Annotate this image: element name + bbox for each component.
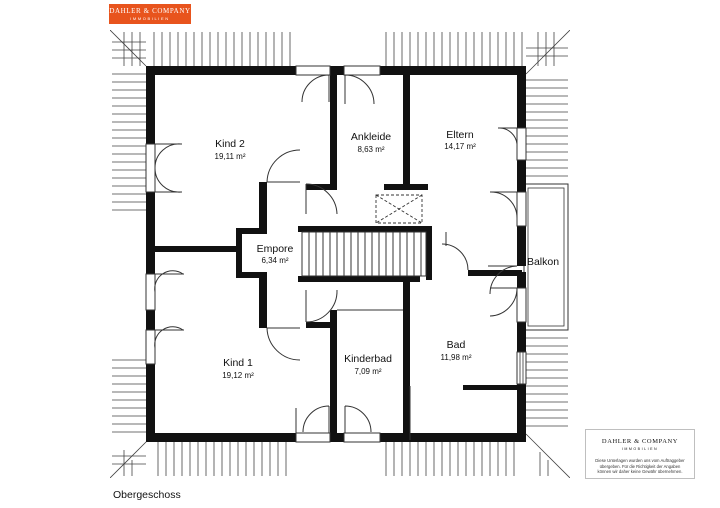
wall-top-right bbox=[380, 66, 526, 75]
roof-hatch-bottom-left bbox=[110, 359, 287, 478]
wall-kind1-kinderbad bbox=[330, 310, 337, 442]
wall-right-5 bbox=[517, 322, 526, 352]
disclaimer-text: Diese Unterlagen wurden uns vom Auftragg… bbox=[590, 458, 690, 475]
wall-right-2 bbox=[517, 160, 526, 192]
wall-left-1 bbox=[146, 66, 155, 144]
room-area-bad: 11,98 m² bbox=[440, 353, 472, 362]
room-area-empore: 6,34 m² bbox=[261, 256, 289, 265]
wall-right-1 bbox=[517, 66, 526, 128]
room-name-ankleide: Ankleide bbox=[350, 131, 392, 143]
brand-logo: DAHLER & COMPANY IMMOBILIEN bbox=[109, 4, 191, 24]
bad-window-detail bbox=[519, 352, 524, 384]
room-name-bad: Bad bbox=[446, 339, 466, 351]
wall-kind1-stub bbox=[306, 322, 337, 328]
wall-kind2-ankleide bbox=[330, 66, 337, 190]
disclaimer-line-1: Diese Unterlagen wurden uns vom Auftragg… bbox=[595, 458, 685, 463]
floor-label: Obergeschoss bbox=[113, 489, 181, 501]
room-name-kind-1: Kind 1 bbox=[223, 357, 253, 369]
room-name-kinderbad: Kinderbad bbox=[344, 353, 392, 365]
wall-kinderbad-bad bbox=[403, 280, 410, 442]
staircase bbox=[301, 231, 427, 277]
wall-left-2 bbox=[146, 192, 155, 274]
disclaimer-box: DAHLER & COMPANY IMMOBILIEN Diese Unterl… bbox=[585, 429, 695, 479]
wall-kind1-empore bbox=[259, 272, 267, 328]
roof-hatching bbox=[110, 30, 570, 478]
wall-empore-left-corner bbox=[236, 228, 267, 234]
logo-text: DAHLER & COMPANY bbox=[109, 7, 191, 15]
wall-stair-right bbox=[426, 226, 432, 280]
windows bbox=[145, 65, 527, 443]
roof-hatch-top-right bbox=[385, 30, 570, 177]
wall-empore-left-upper bbox=[259, 182, 267, 228]
wall-stair-bottom bbox=[298, 276, 420, 282]
wall-bottom-left bbox=[146, 433, 296, 442]
wall-kind2-bottom-stub bbox=[306, 184, 337, 190]
interior-walls bbox=[155, 66, 523, 442]
roof-hatch-bottom-right bbox=[385, 337, 570, 478]
disclaimer-brand: DAHLER & COMPANY bbox=[601, 438, 679, 445]
room-name-eltern: Eltern bbox=[446, 129, 474, 141]
partition-lines bbox=[337, 232, 447, 440]
wall-bad-eltern bbox=[468, 270, 522, 276]
wall-ankleide-stub bbox=[384, 184, 428, 190]
room-area-eltern: 14,17 m² bbox=[444, 142, 476, 151]
room-area-ankleide: 8,63 m² bbox=[357, 145, 385, 154]
logo-subtext: IMMOBILIEN bbox=[130, 16, 170, 21]
room-name-empore: Empore bbox=[256, 243, 294, 255]
disclaimer-subbrand: IMMOBILIEN bbox=[621, 447, 659, 451]
wall-right-6 bbox=[517, 384, 526, 442]
wall-bad-shower bbox=[463, 385, 523, 390]
room-area-kind-2: 19,11 m² bbox=[214, 152, 246, 161]
wall-right-4 bbox=[517, 272, 526, 288]
roof-hatch-top-left bbox=[110, 30, 291, 211]
roof-window bbox=[375, 194, 423, 224]
wall-ankleide-eltern bbox=[403, 66, 410, 188]
wall-stair-top bbox=[298, 226, 428, 232]
wall-left-3 bbox=[146, 310, 155, 330]
wall-top-left bbox=[146, 66, 296, 75]
wall-kind2-kind1 bbox=[155, 246, 239, 252]
wall-bottom-right bbox=[380, 433, 526, 442]
room-name-balkon: Balkon bbox=[526, 256, 560, 268]
wall-empore-left-lower bbox=[236, 272, 266, 278]
room-area-kind-1: 19,12 m² bbox=[222, 371, 254, 380]
room-area-kinderbad: 7,09 m² bbox=[354, 367, 382, 376]
wall-left-4 bbox=[146, 364, 155, 442]
door-swings bbox=[154, 74, 518, 433]
disclaimer-line-2: übergeben. Für die Richtigkeit der Angab… bbox=[599, 463, 681, 469]
wall-right-3 bbox=[517, 226, 526, 266]
room-name-kind-2: Kind 2 bbox=[215, 138, 245, 150]
disclaimer-line-3: können wir daher keine Gewähr übernehmen… bbox=[597, 469, 683, 474]
